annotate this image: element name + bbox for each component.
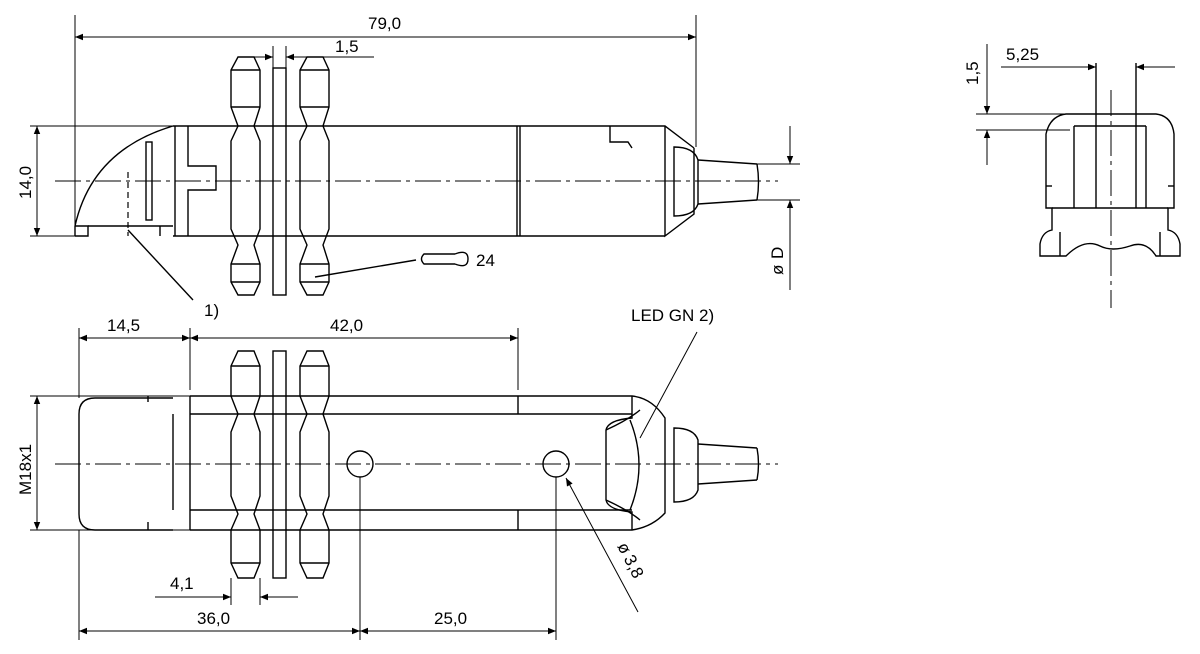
wrench-size-label: 24 — [476, 251, 495, 270]
nut-right-front — [299, 350, 330, 579]
dim-thread: M18x1 — [16, 444, 35, 495]
dim-side-width: 5,25 — [1006, 45, 1039, 64]
led-label: LED GN 2) — [631, 306, 714, 325]
top-view: 1) 24 79,0 1,5 14,0 — [16, 14, 800, 320]
callout-1-label: 1) — [204, 301, 219, 320]
front-view: LED GN 2) 14,5 42,0 M18x1 4,1 36,0 25,0 — [16, 306, 778, 640]
nut-right — [299, 56, 330, 296]
dim-body-height: 14,0 — [16, 166, 35, 199]
sensing-head-curve — [74, 125, 174, 236]
wrench-icon — [314, 251, 469, 278]
nut-left-front — [230, 350, 261, 579]
dim-side-offset: 1,5 — [963, 61, 982, 85]
dim-thread-length: 42,0 — [330, 316, 363, 335]
side-view: 1,5 5,25 — [963, 44, 1181, 308]
dim-hole-position: 36,0 — [197, 609, 230, 628]
dim-hole-spacing: 25,0 — [434, 609, 467, 628]
dim-overall-length: 79,0 — [368, 14, 401, 33]
dim-cable-diameter: D — [768, 247, 787, 259]
front-view-body-outline — [190, 395, 666, 531]
dim-line-hole-diameter — [565, 477, 639, 613]
cable-gland-front — [673, 427, 699, 503]
dim-hole-diameter: 3,8 — [620, 552, 648, 582]
nut-left — [230, 56, 261, 296]
dim-nut-thickness: 4,1 — [170, 574, 194, 593]
side-view-outline — [1039, 113, 1181, 257]
led-window — [605, 396, 633, 530]
dim-sensing-face-length: 14,5 — [107, 316, 140, 335]
diameter-symbol: ø — [768, 265, 787, 275]
dim-flat-thickness: 1,5 — [335, 37, 359, 56]
